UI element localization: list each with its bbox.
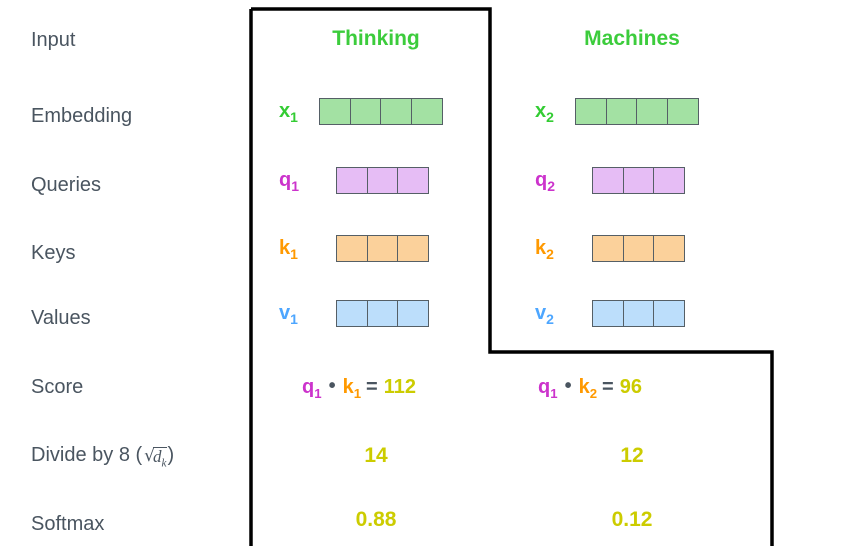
dot-product-operator-icon: • (564, 375, 572, 397)
vector-cells-v1 (336, 299, 429, 327)
row-label-values: Values (31, 307, 91, 329)
vector-tag-q2: q2 (535, 169, 556, 194)
cell (366, 234, 399, 262)
cell (666, 97, 699, 125)
score-left-operand-1: q1 (302, 376, 322, 401)
row-label-softmax: Softmax (31, 513, 105, 535)
softmax-value-2: 0.12 (611, 508, 653, 531)
cell (336, 166, 368, 194)
cell (592, 166, 624, 194)
vector-cells-x1 (319, 97, 443, 125)
vector-row-key-1: k1 (279, 232, 429, 264)
vector-row-query-1: q1 (279, 164, 429, 196)
score-right-operand-2: k2 (578, 376, 598, 401)
column-header-thinking: Thinking (332, 27, 420, 50)
row-label-embedding: Embedding (31, 105, 133, 127)
vector-cells-k1 (336, 234, 429, 262)
cell (622, 234, 655, 262)
vector-row-value-1: v1 (279, 297, 429, 329)
score-result-2: 96 (619, 376, 642, 398)
sqrt-sign: √ (144, 446, 155, 466)
equals-sign: = (366, 376, 378, 398)
vector-row-query-2: q2 (535, 164, 685, 196)
equals-sign: = (602, 376, 614, 398)
cell (397, 299, 429, 327)
cell (653, 299, 685, 327)
cell (336, 299, 368, 327)
row-label-keys: Keys (31, 242, 76, 264)
vector-row-key-2: k2 (535, 232, 685, 264)
cell (336, 234, 368, 262)
vector-cells-x2 (575, 97, 699, 125)
cell (410, 97, 443, 125)
row-label-input: Input (31, 29, 76, 51)
cell (592, 299, 624, 327)
divided-value-2: 12 (620, 444, 644, 467)
score-expression-1: q1 • k1 = 112 (302, 375, 416, 401)
sqrt-radicand: dk (153, 447, 168, 469)
vector-row-value-2: v2 (535, 297, 685, 329)
cell (575, 97, 607, 125)
divide-label-suffix: ) (167, 444, 175, 466)
cell (397, 166, 429, 194)
softmax-value-1: 0.88 (355, 508, 397, 531)
vector-tag-q1: q1 (279, 169, 300, 194)
cell (380, 97, 412, 125)
sqrt-subscript: k (161, 457, 167, 470)
score-expression-2: q1 • k2 = 96 (538, 375, 642, 401)
vector-cells-v2 (592, 299, 685, 327)
vector-cells-k2 (592, 234, 685, 262)
vector-row-embedding-1: x1 (279, 95, 443, 127)
vector-cells-q2 (592, 166, 685, 194)
cell (636, 97, 668, 125)
divided-value-1: 14 (364, 444, 388, 467)
vector-row-embedding-2: x2 (535, 95, 699, 127)
sqrt-base: d (153, 447, 162, 466)
cell (397, 234, 429, 262)
cell (622, 299, 655, 327)
vector-tag-x1: x1 (279, 100, 298, 125)
divide-label-text: Divide by 8 ( (31, 444, 143, 466)
vector-tag-v1: v1 (279, 302, 298, 327)
cell (592, 234, 624, 262)
sqrt-dk-formula: √dk (142, 446, 168, 469)
cell (366, 299, 399, 327)
score-left-operand-2: q1 (538, 376, 558, 401)
score-right-operand-1: k1 (342, 376, 362, 401)
cell (622, 166, 655, 194)
row-label-queries: Queries (31, 174, 102, 196)
cell (653, 234, 685, 262)
cell (366, 166, 399, 194)
vector-cells-q1 (336, 166, 429, 194)
row-label-score: Score (31, 376, 84, 398)
vector-tag-k1: k1 (279, 237, 298, 262)
column-header-machines: Machines (584, 27, 680, 50)
row-label-divide-by-8: Divide by 8 (√dk) (31, 444, 175, 469)
dot-product-operator-icon: • (328, 375, 336, 397)
cell (319, 97, 351, 125)
cell (605, 97, 638, 125)
cell (653, 166, 685, 194)
vector-tag-k2: k2 (535, 237, 554, 262)
vector-tag-v2: v2 (535, 302, 554, 327)
cell (349, 97, 382, 125)
score-result-1: 112 (383, 376, 416, 398)
vector-tag-x2: x2 (535, 100, 554, 125)
